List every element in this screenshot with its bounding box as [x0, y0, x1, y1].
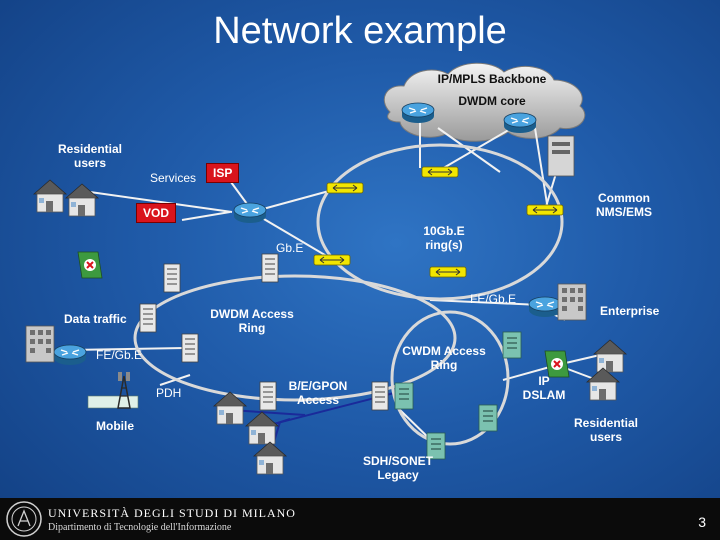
switch-icon — [326, 182, 364, 194]
mux-icon — [502, 331, 522, 359]
label-pdh: PDH — [156, 386, 182, 400]
label-gbe: Gb.E — [276, 241, 304, 255]
label-sdh-sonet: SDH/SONET Legacy — [362, 454, 433, 482]
house-icon — [253, 441, 287, 475]
label-enterprise: Enterprise — [600, 304, 660, 318]
label-mobile: Mobile — [96, 419, 134, 433]
switch-icon — [421, 166, 459, 178]
label-cwdm-access-ring: CWDM Access Ring — [402, 344, 486, 372]
house-icon — [33, 179, 67, 213]
router-icon — [503, 112, 537, 134]
switch-icon — [429, 266, 467, 278]
label-data-traffic: Data traffic — [64, 312, 127, 326]
vod-tag: VOD — [136, 203, 177, 223]
page-number: 3 — [698, 514, 706, 530]
switch-icon — [526, 204, 564, 216]
department-name: Dipartimento di Tecnologie dell'Informaz… — [48, 522, 232, 533]
cloud-label-dwdm-core: DWDM core — [458, 94, 526, 108]
mux-icon — [394, 382, 414, 410]
building-icon — [557, 283, 587, 321]
rack-icon — [163, 263, 181, 293]
label-dwdm-access-ring: DWDM Access Ring — [210, 307, 294, 335]
rack-icon — [261, 253, 279, 283]
cloud-label-backbone: IP/MPLS Backbone — [437, 72, 547, 86]
nms-server-icon — [547, 135, 575, 177]
link-residential — [89, 191, 233, 213]
label-residential-users-top: Residential users — [57, 142, 123, 170]
link-router-ring-bottom — [251, 211, 331, 259]
link-core-cross-b — [437, 127, 501, 173]
building-icon — [25, 325, 55, 363]
label-bepon-access: B/E/GPON Access — [288, 379, 348, 407]
rack-icon — [371, 381, 389, 411]
rack-icon — [181, 333, 199, 363]
link-enterprise — [429, 299, 541, 306]
mobile-tower-icon — [87, 372, 139, 409]
router-icon — [53, 344, 87, 366]
house-icon — [245, 411, 279, 445]
label-fe-gbe-left: FE/Gb.E — [96, 348, 143, 362]
rings — [133, 143, 564, 446]
ring-10gbe — [316, 143, 564, 301]
link-vod — [181, 211, 231, 221]
label-common-nms: Common NMS/EMS — [595, 191, 652, 219]
rack-icon — [259, 381, 277, 411]
link-router-ring-top — [251, 187, 341, 213]
router-icon — [528, 296, 562, 318]
servers — [139, 135, 575, 411]
label-residential-users-bottom: Residential users — [573, 416, 639, 444]
university-name: UNIVERSITÀ DEGLI STUDI DI MILANO — [48, 506, 296, 520]
house-icon — [593, 339, 627, 373]
switch-icon — [313, 254, 351, 266]
mux-icon — [478, 404, 498, 432]
slide-title: Network example — [213, 10, 507, 52]
ring-dwdm-access — [133, 274, 457, 402]
link-fe-left — [69, 347, 186, 351]
label-fe-gbe-right: FE/Gb.E — [470, 292, 517, 306]
router-icon — [233, 202, 267, 224]
link-core-right — [534, 127, 549, 211]
gateway-icon — [77, 251, 103, 279]
footer-bar — [0, 498, 720, 540]
ring-switches — [313, 166, 564, 278]
label-ip-dslam: IP DSLAM — [522, 374, 566, 402]
ring-cwdm-access — [390, 310, 510, 446]
house-icon — [65, 183, 99, 217]
label-10gbe-ring: 10Gb.E ring(s) — [423, 224, 465, 252]
isp-tag: ISP — [206, 163, 240, 183]
rack-icon — [139, 303, 157, 333]
house-icon — [586, 367, 620, 401]
university-seal-icon — [6, 501, 42, 537]
label-services: Services — [150, 171, 197, 185]
